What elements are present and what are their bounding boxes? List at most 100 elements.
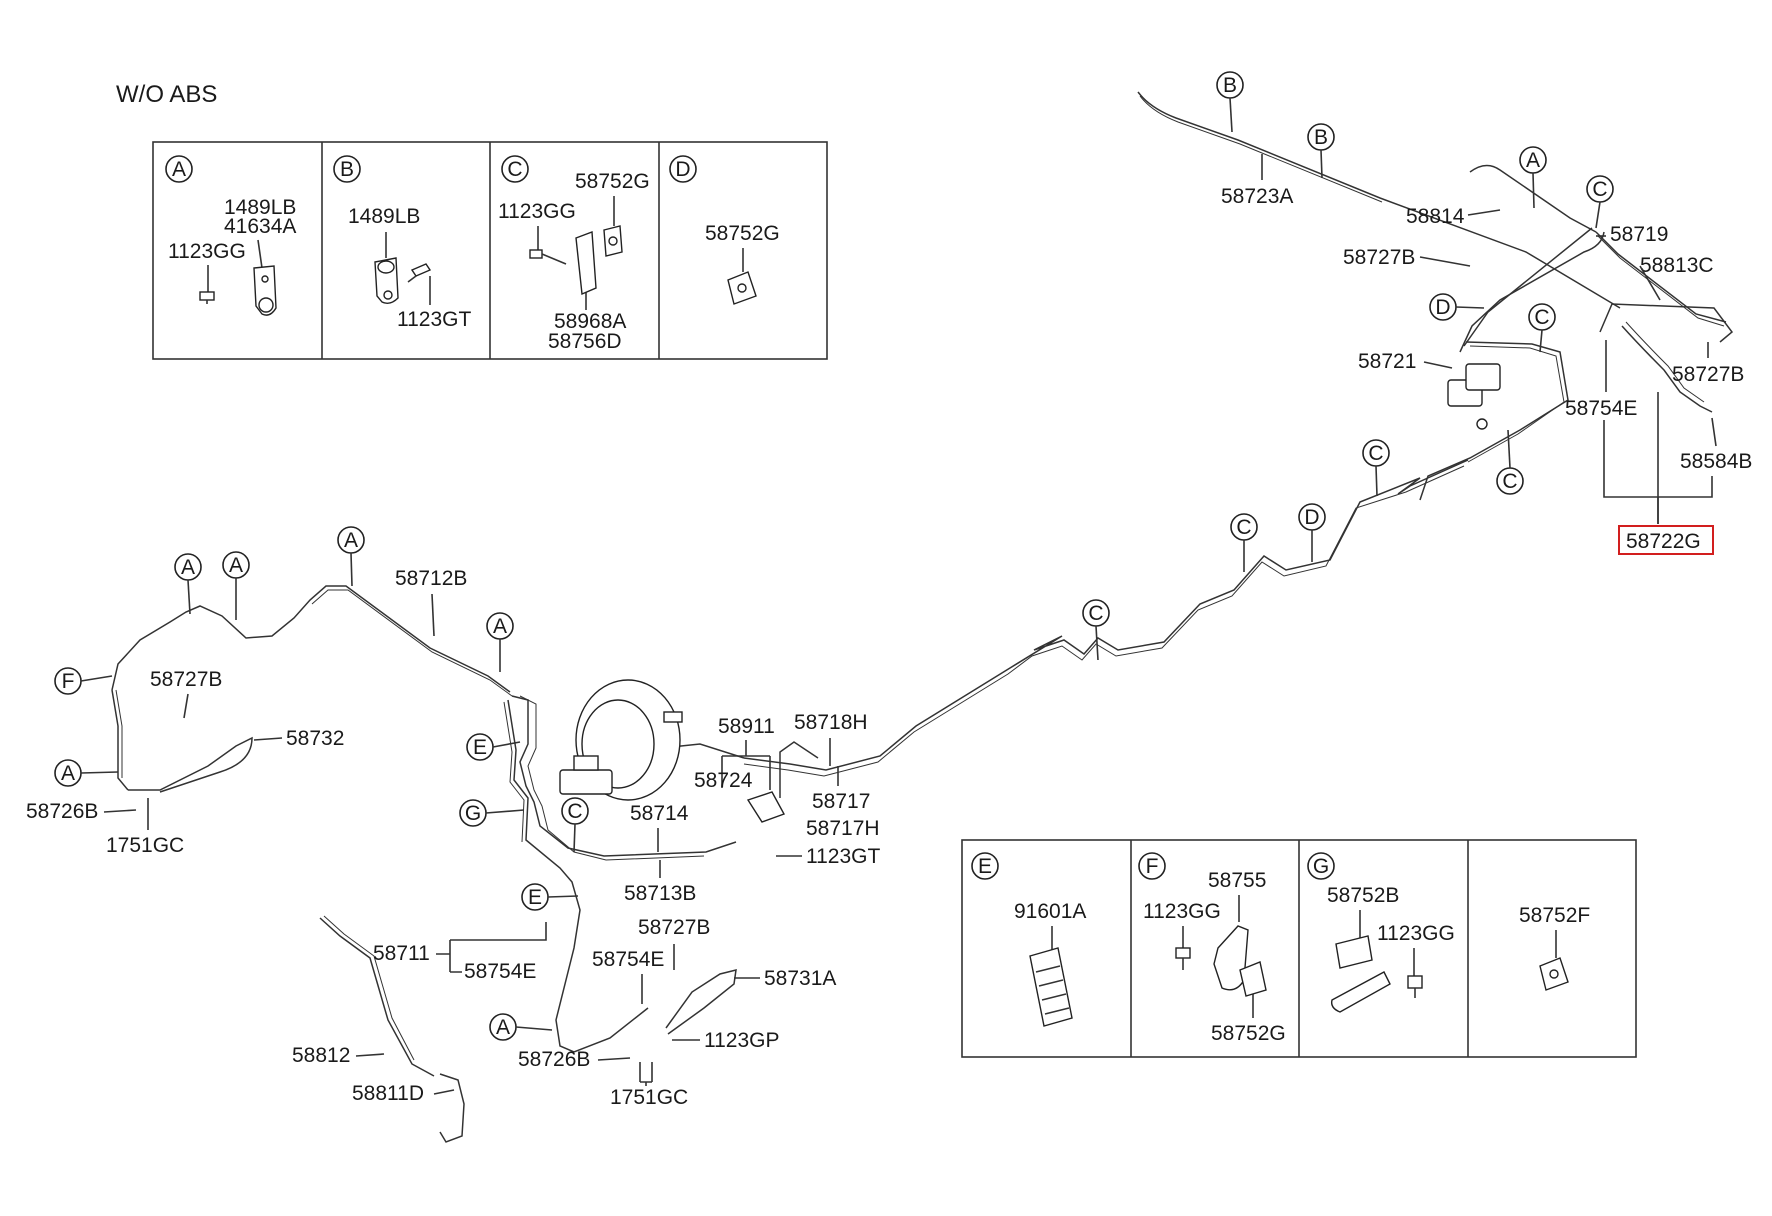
bolt-part — [529, 249, 567, 265]
callout-g[interactable]: G — [459, 799, 487, 827]
part-label-58813C[interactable]: 58813C — [1640, 254, 1714, 277]
callout-c[interactable]: C — [1586, 175, 1614, 203]
callout-c[interactable]: C — [1528, 303, 1556, 331]
part-label-1123GP[interactable]: 1123GP — [704, 1029, 780, 1052]
callout-g[interactable]: G — [1307, 852, 1335, 880]
clip-part — [1330, 935, 1391, 1013]
callout-e[interactable]: E — [521, 883, 549, 911]
part-label-1751GC[interactable]: 1751GC — [610, 1086, 688, 1109]
part-label-58713B[interactable]: 58713B — [624, 882, 696, 905]
part-label-58719[interactable]: 58719 — [1610, 223, 1668, 246]
part-label[interactable]: 41634A — [224, 215, 296, 238]
part-label[interactable]: 1123GT — [397, 308, 471, 331]
bracket-part — [575, 225, 623, 296]
part-label-58731A[interactable]: 58731A — [764, 967, 836, 990]
part-label-58814[interactable]: 58814 — [1406, 205, 1465, 228]
detail-box-a: A 1489LB 41634A 1123GG — [165, 155, 296, 316]
callout-d[interactable]: D — [1298, 503, 1326, 531]
part-label-58754E[interactable]: 58754E — [1565, 397, 1637, 420]
callout-e[interactable]: E — [466, 733, 494, 761]
part-label-58712B[interactable]: 58712B — [395, 567, 467, 590]
part-label-58714[interactable]: 58714 — [630, 802, 689, 825]
part-label-58723A[interactable]: 58723A — [1221, 185, 1293, 208]
part-label-58812[interactable]: 58812 — [292, 1044, 350, 1067]
callout-c[interactable]: C — [561, 797, 589, 825]
svg-text:B: B — [1314, 126, 1328, 149]
part-label-58811D[interactable]: 58811D — [352, 1082, 424, 1105]
part-label-58754E[interactable]: 58754E — [592, 948, 664, 971]
part-label-58726B[interactable]: 58726B — [26, 800, 98, 823]
svg-text:D: D — [675, 158, 690, 181]
callout-d[interactable]: D — [1429, 293, 1457, 321]
part-label[interactable]: 58752F — [1519, 904, 1590, 927]
callout-a[interactable]: A — [337, 526, 365, 554]
callout-c[interactable]: C — [1362, 439, 1390, 467]
brake-booster — [575, 679, 683, 801]
part-label-58727B[interactable]: 58727B — [638, 916, 710, 939]
part-label-58717[interactable]: 58717 — [812, 790, 870, 813]
part-label-58717H[interactable]: 58717H — [806, 817, 880, 840]
callout-b[interactable]: B — [1307, 123, 1335, 151]
callout-c[interactable]: C — [1082, 599, 1110, 627]
part-label-58711[interactable]: 58711 — [373, 942, 430, 965]
callout-f[interactable]: F — [1138, 852, 1166, 880]
part-label[interactable]: 1489LB — [224, 196, 296, 219]
callout-a[interactable]: A — [174, 553, 202, 581]
part-label-1751GC[interactable]: 1751GC — [106, 834, 184, 857]
svg-text:C: C — [507, 158, 522, 181]
callout-c[interactable]: C — [1230, 513, 1258, 541]
svg-text:C: C — [1534, 306, 1549, 329]
callout-c[interactable]: C — [1496, 467, 1524, 495]
clamp-part — [374, 257, 399, 305]
part-label[interactable]: 58752G — [705, 222, 780, 245]
callout-a[interactable]: A — [222, 551, 250, 579]
part-label-58727B[interactable]: 58727B — [150, 668, 222, 691]
part-label[interactable]: 58968A — [554, 310, 626, 333]
part-label-58718H[interactable]: 58718H — [794, 711, 868, 734]
part-label[interactable]: 58755 — [1208, 869, 1266, 892]
part-label[interactable]: 58752G — [575, 170, 650, 193]
part-label-58732[interactable]: 58732 — [286, 727, 344, 750]
part-label-58754E[interactable]: 58754E — [464, 960, 536, 983]
callout-b[interactable]: B — [1216, 71, 1244, 99]
callout-a[interactable]: A — [54, 759, 82, 787]
callout-a[interactable]: A — [486, 612, 514, 640]
part-label[interactable]: 1123GG — [168, 240, 246, 263]
part-label[interactable]: 1123GG — [1143, 900, 1221, 923]
part-label-58721[interactable]: 58721 — [1358, 350, 1416, 373]
bolt-part — [199, 291, 215, 304]
callout-e[interactable]: E — [971, 852, 999, 880]
part-label[interactable]: 58752G — [1211, 1022, 1286, 1045]
part-label-58722G[interactable]: 58722G — [1626, 530, 1701, 553]
callout-d[interactable]: D — [669, 155, 697, 183]
part-label[interactable]: 1123GG — [1377, 922, 1455, 945]
callout-f[interactable]: F — [54, 667, 82, 695]
bolt-part — [1407, 975, 1423, 998]
part-label-58584B[interactable]: 58584B — [1680, 450, 1752, 473]
part-label-58726B[interactable]: 58726B — [518, 1048, 590, 1071]
part-label[interactable]: 58752B — [1327, 884, 1399, 907]
svg-text:A: A — [1526, 149, 1540, 172]
clip-part — [1539, 957, 1569, 991]
bolt-part — [407, 263, 432, 283]
callout-b[interactable]: B — [333, 155, 361, 183]
multi-clip-part — [1029, 947, 1073, 1027]
callout-c[interactable]: C — [501, 155, 529, 183]
part-label-58727B[interactable]: 58727B — [1672, 363, 1744, 386]
detail-box-b: B 1489LB 1123GT — [333, 155, 471, 331]
part-label[interactable]: 1489LB — [348, 205, 420, 228]
part-label-58911[interactable]: 58911 — [718, 715, 775, 738]
part-label-58724[interactable]: 58724 — [694, 769, 753, 792]
pipe-callouts: B B A C D C C C D C C A A A A F A E G — [54, 71, 1614, 1041]
callout-a[interactable]: A — [489, 1013, 517, 1041]
part-label-58727B[interactable]: 58727B — [1343, 246, 1415, 269]
part-label-1123GT[interactable]: 1123GT — [806, 845, 880, 868]
bracket-part — [1213, 925, 1267, 997]
callout-a[interactable]: A — [165, 155, 193, 183]
callout-a[interactable]: A — [1519, 146, 1547, 174]
part-label[interactable]: 1123GG — [498, 200, 576, 223]
part-label[interactable]: 91601A — [1014, 900, 1086, 923]
master-cylinder — [559, 755, 613, 795]
part-label[interactable]: 58756D — [548, 330, 622, 353]
